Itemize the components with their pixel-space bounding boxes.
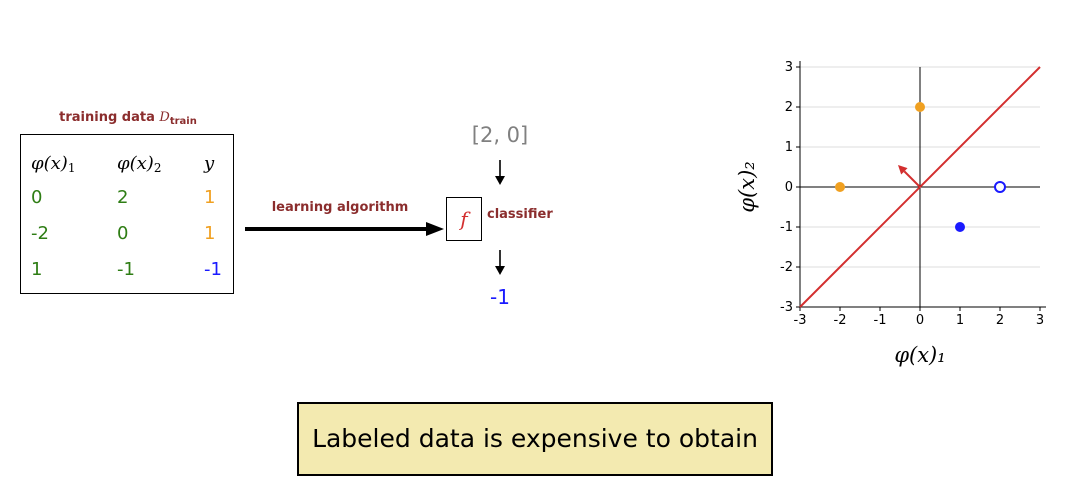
header-phi2: φ(x)2 xyxy=(117,153,162,175)
classifier-input: [2, 0] xyxy=(471,123,529,147)
x-tick-label: -1 xyxy=(874,313,887,328)
x-tick-label: -2 xyxy=(834,313,847,328)
table-cell-r1-c2: 2 xyxy=(117,187,129,208)
y-tick-label: 3 xyxy=(785,60,793,75)
table-cell-r3-c1: 1 xyxy=(31,259,43,280)
x-tick-label: 3 xyxy=(1036,313,1044,328)
training-data-title: training data Dtrain xyxy=(20,110,236,127)
training-title-prefix: training data xyxy=(59,110,160,125)
data-point-4 xyxy=(994,181,1006,193)
learning-algorithm-label: learning algorithm xyxy=(271,200,409,215)
feature-space-plot: -3 -2 -1 0 1 2 3 -3 -2 -1 0 1 2 3 φ(x)₁ φ(x)₂ xyxy=(735,60,1046,367)
table-cell-r2-c2: 0 xyxy=(117,223,129,244)
x-tick-label: 1 xyxy=(956,313,964,328)
training-title-symbol: D xyxy=(159,110,170,125)
table-cell-r2-c1: -2 xyxy=(31,223,49,244)
y-tick-label: 1 xyxy=(785,140,793,155)
y-tick-label: 2 xyxy=(785,100,793,115)
y-tick-label: -3 xyxy=(780,300,793,315)
table-cell-r1-y: 1 xyxy=(204,187,216,208)
input-arrow-icon xyxy=(495,160,505,185)
table-cell-r3-c2: -1 xyxy=(117,259,135,280)
callout-box: Labeled data is expensive to obtain xyxy=(297,402,773,476)
training-title-subscript: train xyxy=(169,116,197,127)
y-tick-label: -2 xyxy=(780,260,793,275)
output-arrow-icon xyxy=(495,250,505,275)
header-phi1: φ(x)1 xyxy=(31,153,76,175)
learning-arrow xyxy=(245,222,444,236)
y-tick-label: -1 xyxy=(780,220,793,235)
table-cell-r3-y: -1 xyxy=(204,259,222,280)
data-point-3 xyxy=(955,222,965,232)
classifier-box: f xyxy=(446,197,482,241)
x-axis-label: φ(x)₁ xyxy=(894,343,945,367)
training-data-table: φ(x)1 φ(x)2 y 0 2 1 -2 0 1 1 -1 -1 xyxy=(20,134,234,294)
table-cell-r2-y: 1 xyxy=(204,223,216,244)
x-tick-label: -3 xyxy=(794,313,807,328)
table-cell-r1-c1: 0 xyxy=(31,187,43,208)
classifier-output: -1 xyxy=(490,285,510,309)
data-point-2 xyxy=(835,182,845,192)
y-axis-label: φ(x)₂ xyxy=(735,161,759,212)
y-tick-label: 0 xyxy=(785,180,793,195)
x-tick-label: 2 xyxy=(996,313,1004,328)
weight-vector-shaft xyxy=(903,170,921,188)
x-tick-label: 0 xyxy=(916,313,924,328)
classifier-label: classifier xyxy=(487,207,553,222)
header-y: y xyxy=(204,153,215,174)
data-point-1 xyxy=(915,102,925,112)
